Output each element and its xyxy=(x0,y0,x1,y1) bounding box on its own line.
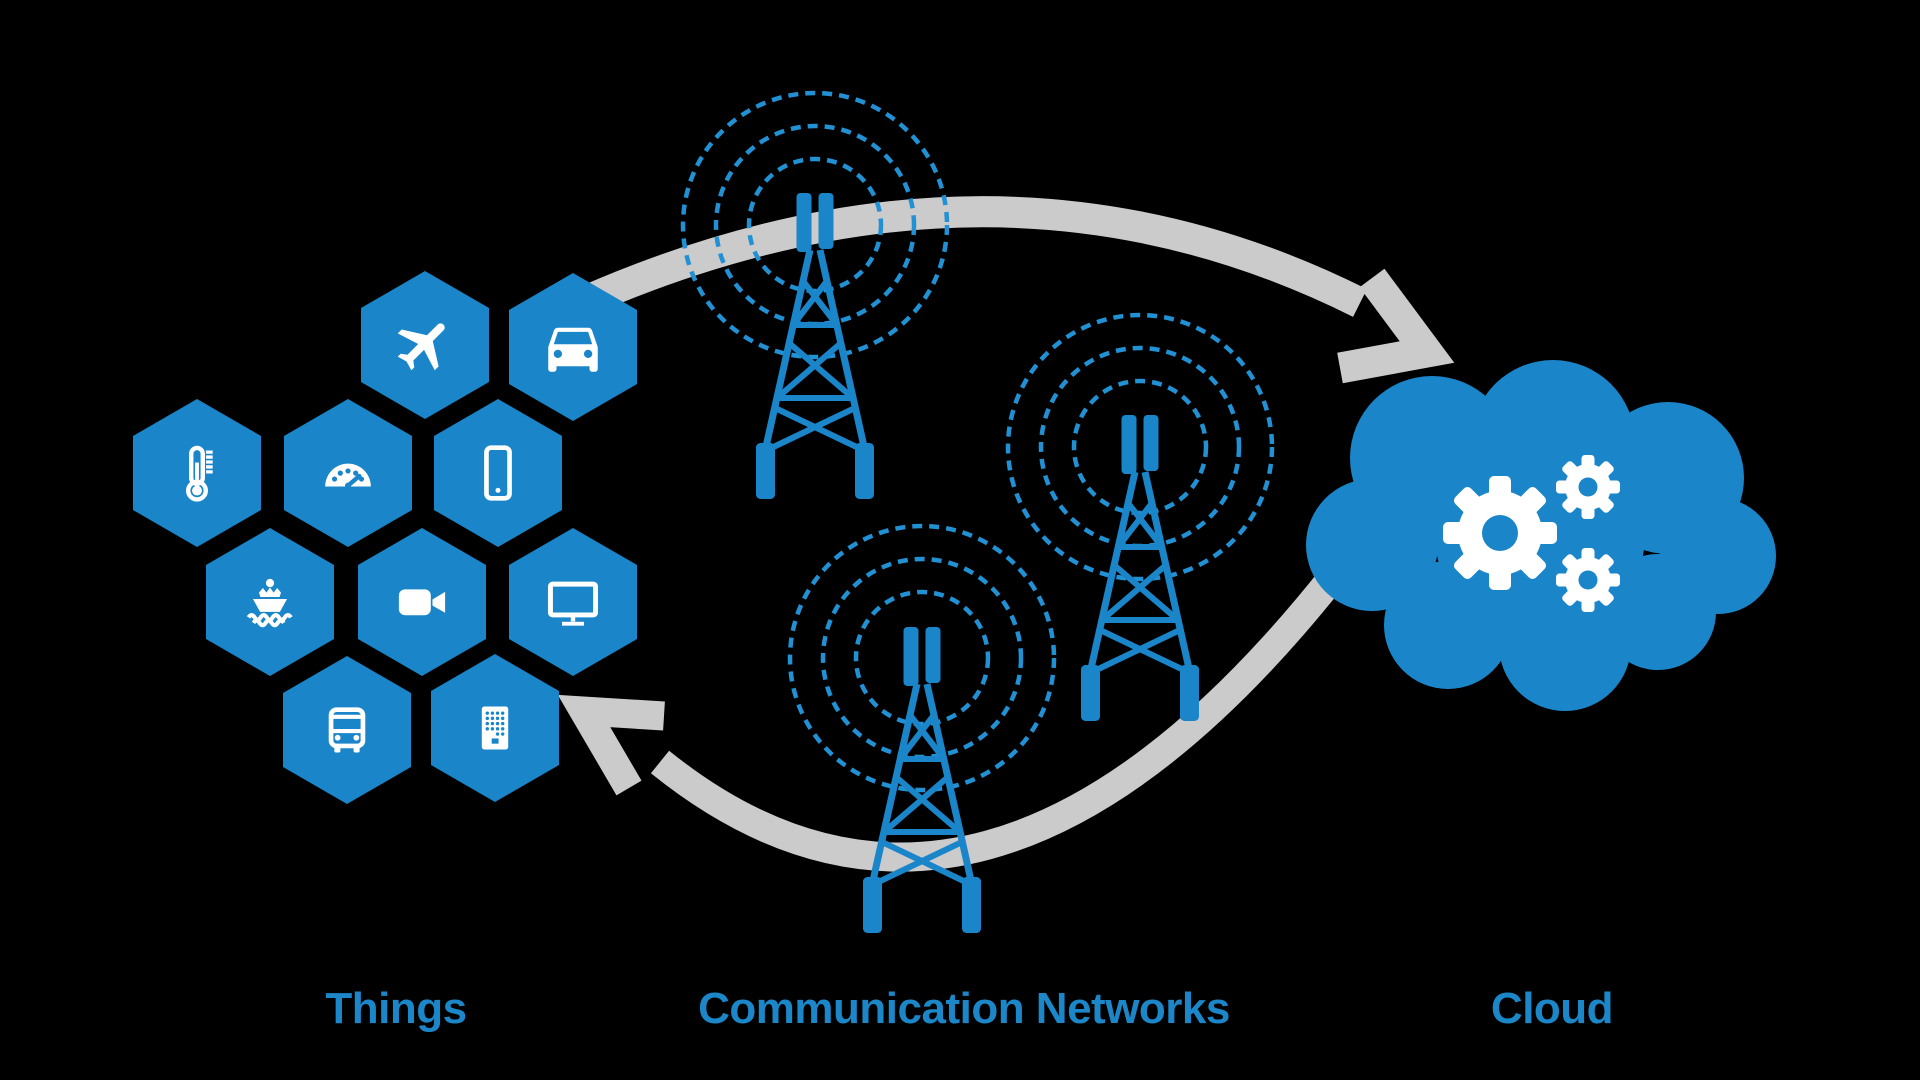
cell-tower-icon xyxy=(1081,415,1199,721)
hexagon-ship xyxy=(206,528,334,676)
smartphone-icon xyxy=(484,445,512,501)
gear-icon xyxy=(1443,476,1557,590)
hexagon-building xyxy=(431,654,559,802)
monitor-icon xyxy=(547,581,599,626)
ship-icon xyxy=(246,578,293,628)
hexagon-bus xyxy=(283,656,411,804)
video-camera-icon xyxy=(398,589,446,616)
arrow-cloud-to-things xyxy=(557,568,1344,872)
cell-tower-icon xyxy=(756,193,874,499)
airplane-icon xyxy=(397,323,445,371)
car-icon xyxy=(548,327,598,372)
signal-waves-icon xyxy=(1005,312,1275,582)
hexagon-monitor xyxy=(509,528,637,676)
label-cloud: Cloud xyxy=(1490,984,1614,1033)
label-communication-networks: Communication Networks xyxy=(698,984,1230,1033)
label-things: Things xyxy=(325,984,467,1033)
gear-icon xyxy=(1556,455,1620,519)
bus-icon xyxy=(328,707,366,753)
hexagon-video-camera xyxy=(358,528,486,676)
cell-tower-icon xyxy=(863,627,981,933)
gear-icon xyxy=(1556,548,1620,612)
cloud-icon xyxy=(1306,360,1776,711)
speedometer-icon xyxy=(325,463,371,489)
thermometer-icon xyxy=(186,445,213,502)
building-icon xyxy=(481,706,509,750)
